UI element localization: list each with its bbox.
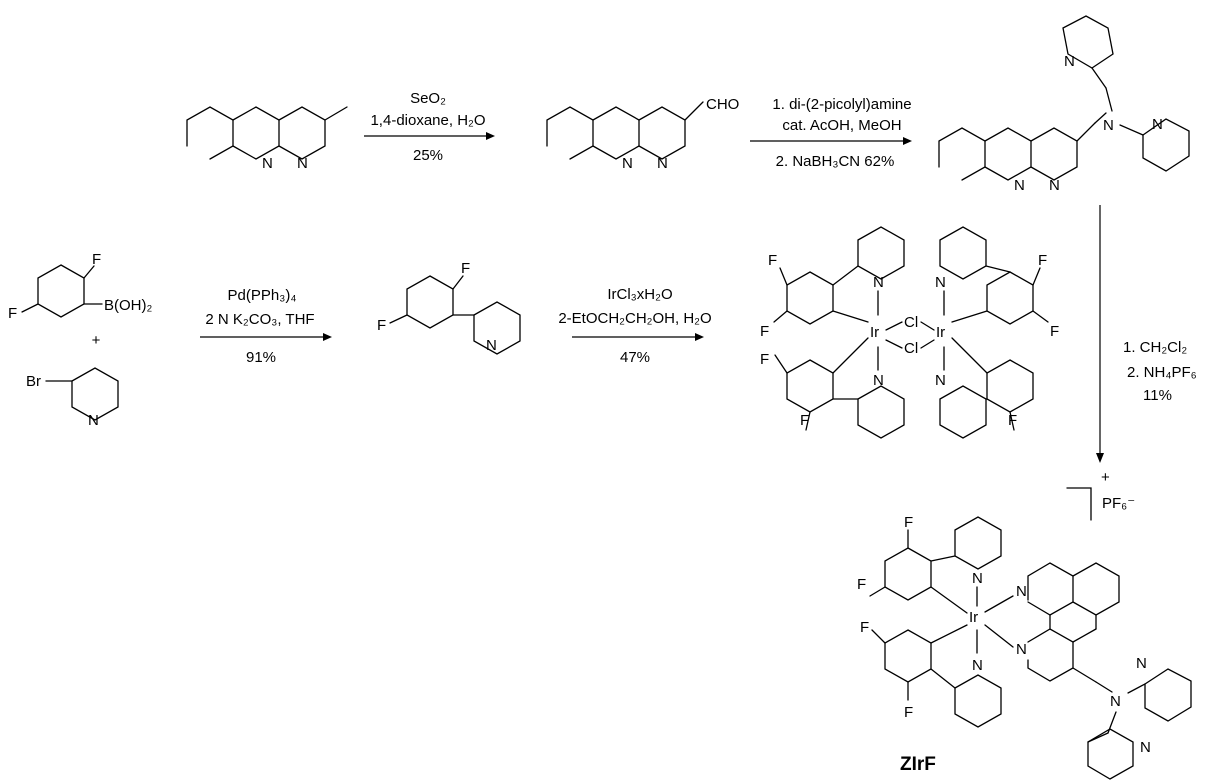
reagent: Pd(PPh₃)₄ [228, 287, 297, 304]
atom-n: N [873, 372, 884, 389]
atom-f: F [1008, 412, 1017, 429]
reagent: 1,4-dioxane, H₂O [370, 112, 485, 129]
atom-n: N [1014, 177, 1025, 194]
reagent: 2 N K₂CO₃, THF [205, 311, 314, 328]
zirf-complex: F F N Ir F F N N N N N [857, 514, 1192, 780]
atom-n: N [1136, 655, 1147, 672]
reagent: 2-EtOCH₂CH₂OH, H₂O [558, 310, 711, 327]
atom-n: N [1152, 116, 1163, 133]
dpa-phenanthroline: N N N N N [938, 15, 1190, 194]
plus-sign: + [92, 332, 101, 349]
reagent: 1. di-(2-picolyl)amine [772, 96, 911, 113]
atom-cl: Cl [904, 340, 918, 357]
atom-n: N [1016, 583, 1027, 600]
reaction-arrow-head [903, 137, 912, 145]
atom-f: F [760, 323, 769, 340]
2-bromopyridine: Br N [26, 367, 119, 429]
atom-ir: Ir [969, 609, 978, 626]
reaction-arrow-head [695, 333, 704, 341]
atom-n: N [972, 570, 983, 587]
atom-n: N [657, 155, 668, 172]
atom-f: F [377, 317, 386, 334]
atom-f: F [1050, 323, 1059, 340]
atom-n: N [1064, 53, 1075, 70]
reagent: 1. CH₂Cl₂ [1123, 339, 1187, 356]
atom-f: F [904, 514, 913, 531]
yield: 91% [246, 349, 276, 366]
yield: 11% [1143, 387, 1172, 404]
atom-f: F [800, 412, 809, 429]
charge: + [1101, 469, 1110, 486]
atom-n: N [622, 155, 633, 172]
atom-n: N [1049, 177, 1060, 194]
reaction-step-5: 1. CH₂Cl₂ 2. NH₄PF₆ 11% [1096, 205, 1197, 463]
methyl-phenanthroline: N N [186, 106, 348, 172]
atom-f: F [904, 704, 913, 721]
atom-n: N [935, 372, 946, 389]
reagent: 2. NH₄PF₆ [1127, 364, 1197, 381]
reaction-step-4: IrCl₃xH₂O 2-EtOCH₂CH₂OH, H₂O 47% [558, 286, 711, 366]
atom-n: N [873, 274, 884, 291]
boronic-acid-group: B(OH)₂ [104, 297, 152, 314]
reagent: IrCl₃xH₂O [607, 286, 672, 303]
atom-n: N [1140, 739, 1151, 756]
reaction-step-1: SeO₂ 1,4-dioxane, H₂O 25% [364, 90, 495, 164]
atom-f: F [8, 305, 17, 322]
product-name: ZIrF [900, 754, 936, 775]
atom-f: F [1038, 252, 1047, 269]
yield: 25% [413, 147, 443, 164]
reagent: cat. AcOH, MeOH [782, 117, 901, 134]
atom-ir: Ir [936, 324, 945, 341]
atom-ir: Ir [870, 324, 879, 341]
aldehyde-group: CHO [706, 96, 739, 113]
atom-n: N [262, 155, 273, 172]
atom-f: F [92, 251, 101, 268]
atom-n: N [1016, 641, 1027, 658]
reaction-arrow-head [1096, 453, 1104, 463]
atom-cl: Cl [904, 314, 918, 331]
reaction-step-2: 1. di-(2-picolyl)amine cat. AcOH, MeOH 2… [750, 96, 912, 170]
atom-n: N [935, 274, 946, 291]
atom-f: F [461, 260, 470, 277]
atom-n: N [486, 337, 497, 354]
atom-br: Br [26, 373, 41, 390]
atom-f: F [857, 576, 866, 593]
atom-f: F [768, 252, 777, 269]
reagent: 2. NaBH₃CN 62% [776, 153, 895, 170]
reagent: SeO₂ [410, 90, 446, 107]
atom-n: N [297, 155, 308, 172]
atom-n: N [1110, 693, 1121, 710]
atom-f: F [860, 619, 869, 636]
atom-n: N [972, 657, 983, 674]
phenanthroline-aldehyde: CHO N N [546, 96, 739, 172]
reaction-arrow-head [323, 333, 332, 341]
counter-anion: PF₆⁻ [1102, 495, 1135, 512]
atom-f: F [760, 351, 769, 368]
reaction-arrow-head [486, 132, 495, 140]
atom-n: N [1103, 117, 1114, 134]
iridium-chloro-dimer: F F N F F N Ir Cl Cl Ir N F F N [760, 226, 1059, 439]
reaction-step-3: Pd(PPh₃)₄ 2 N K₂CO₃, THF 91% [200, 287, 332, 366]
difluorophenylpyridine: F F N [377, 260, 521, 355]
difluorophenylboronic-acid: F F B(OH)₂ [8, 251, 152, 322]
yield: 47% [620, 349, 650, 366]
atom-n: N [88, 412, 99, 429]
counterion: + PF₆⁻ [1066, 469, 1135, 521]
